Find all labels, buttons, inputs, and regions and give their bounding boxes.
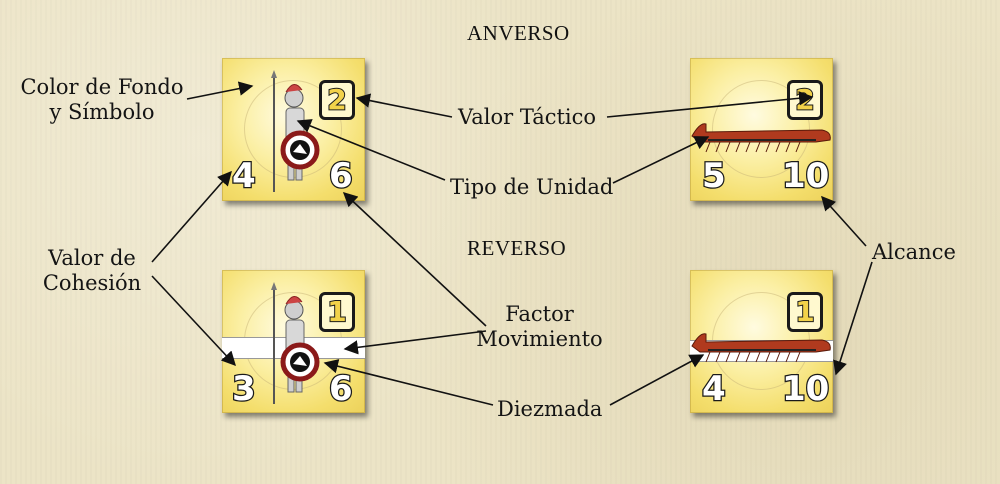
- arrow-range-bottom: [833, 261, 873, 376]
- arrow-range-top: [821, 195, 867, 247]
- arrow-tactical-right: [606, 91, 814, 118]
- range-value: 10: [781, 369, 831, 409]
- label-cohesion: Valor de Cohesión: [32, 246, 152, 296]
- counter-hoplite-front: 2 4 6: [222, 58, 365, 201]
- ship-icon: [691, 123, 831, 153]
- counter-ship-front: 2 5 10: [690, 58, 833, 201]
- tactical-value-badge: 2: [319, 80, 355, 120]
- cohesion-value: 4: [701, 369, 727, 409]
- range-value: 10: [781, 156, 831, 196]
- hoplite-icon: [271, 282, 320, 404]
- arrow-decimated-right: [609, 354, 705, 406]
- arrow-cohesion-bottom: [151, 275, 236, 367]
- label-decimated: Diezmada: [497, 397, 603, 421]
- label-cohesion-line2: Cohesión: [42, 271, 142, 295]
- label-cohesion-line1: Valor de: [48, 246, 136, 270]
- arrow-movement-top: [342, 192, 487, 327]
- label-tactical-value: Valor Táctico: [458, 105, 597, 129]
- counter-hoplite-back: 1 3 6: [222, 270, 365, 413]
- label-movement-line2: Movimiento: [476, 327, 603, 351]
- section-back-heading: REVERSO: [467, 236, 567, 260]
- arrow-tactical-left: [355, 93, 453, 118]
- label-unit-type: Tipo de Unidad: [450, 175, 614, 199]
- hoplite-icon: [271, 70, 320, 192]
- movement-value: 6: [328, 369, 354, 409]
- tactical-value-badge: 1: [319, 292, 355, 332]
- counter-background-circle: [712, 80, 810, 178]
- arrow-decimated-left: [323, 359, 494, 406]
- tactical-value-badge: 1: [787, 292, 823, 332]
- section-front-heading: ANVERSO: [467, 21, 570, 45]
- label-background-color: Color de Fondo y Símbolo: [16, 75, 188, 125]
- label-movement-factor: Factor Movimiento: [467, 302, 612, 352]
- arrow-unit-type-right: [612, 136, 710, 184]
- counter-ship-back: 1 4 10: [690, 270, 833, 413]
- cohesion-value: 3: [231, 369, 257, 409]
- label-background-color-line1: Color de Fondo: [20, 75, 184, 99]
- arrow-unit-type-left: [296, 119, 446, 181]
- arrow-background-color: [186, 81, 254, 100]
- ship-icon: [691, 333, 831, 363]
- label-range: Alcance: [872, 240, 956, 264]
- cohesion-value: 4: [231, 156, 257, 196]
- cohesion-value: 5: [701, 156, 727, 196]
- movement-value: 6: [328, 156, 354, 196]
- label-movement-line1: Factor: [505, 302, 574, 326]
- label-background-color-line2: y Símbolo: [49, 100, 155, 124]
- arrow-movement-bottom: [343, 330, 487, 355]
- arrow-cohesion-top: [151, 170, 232, 263]
